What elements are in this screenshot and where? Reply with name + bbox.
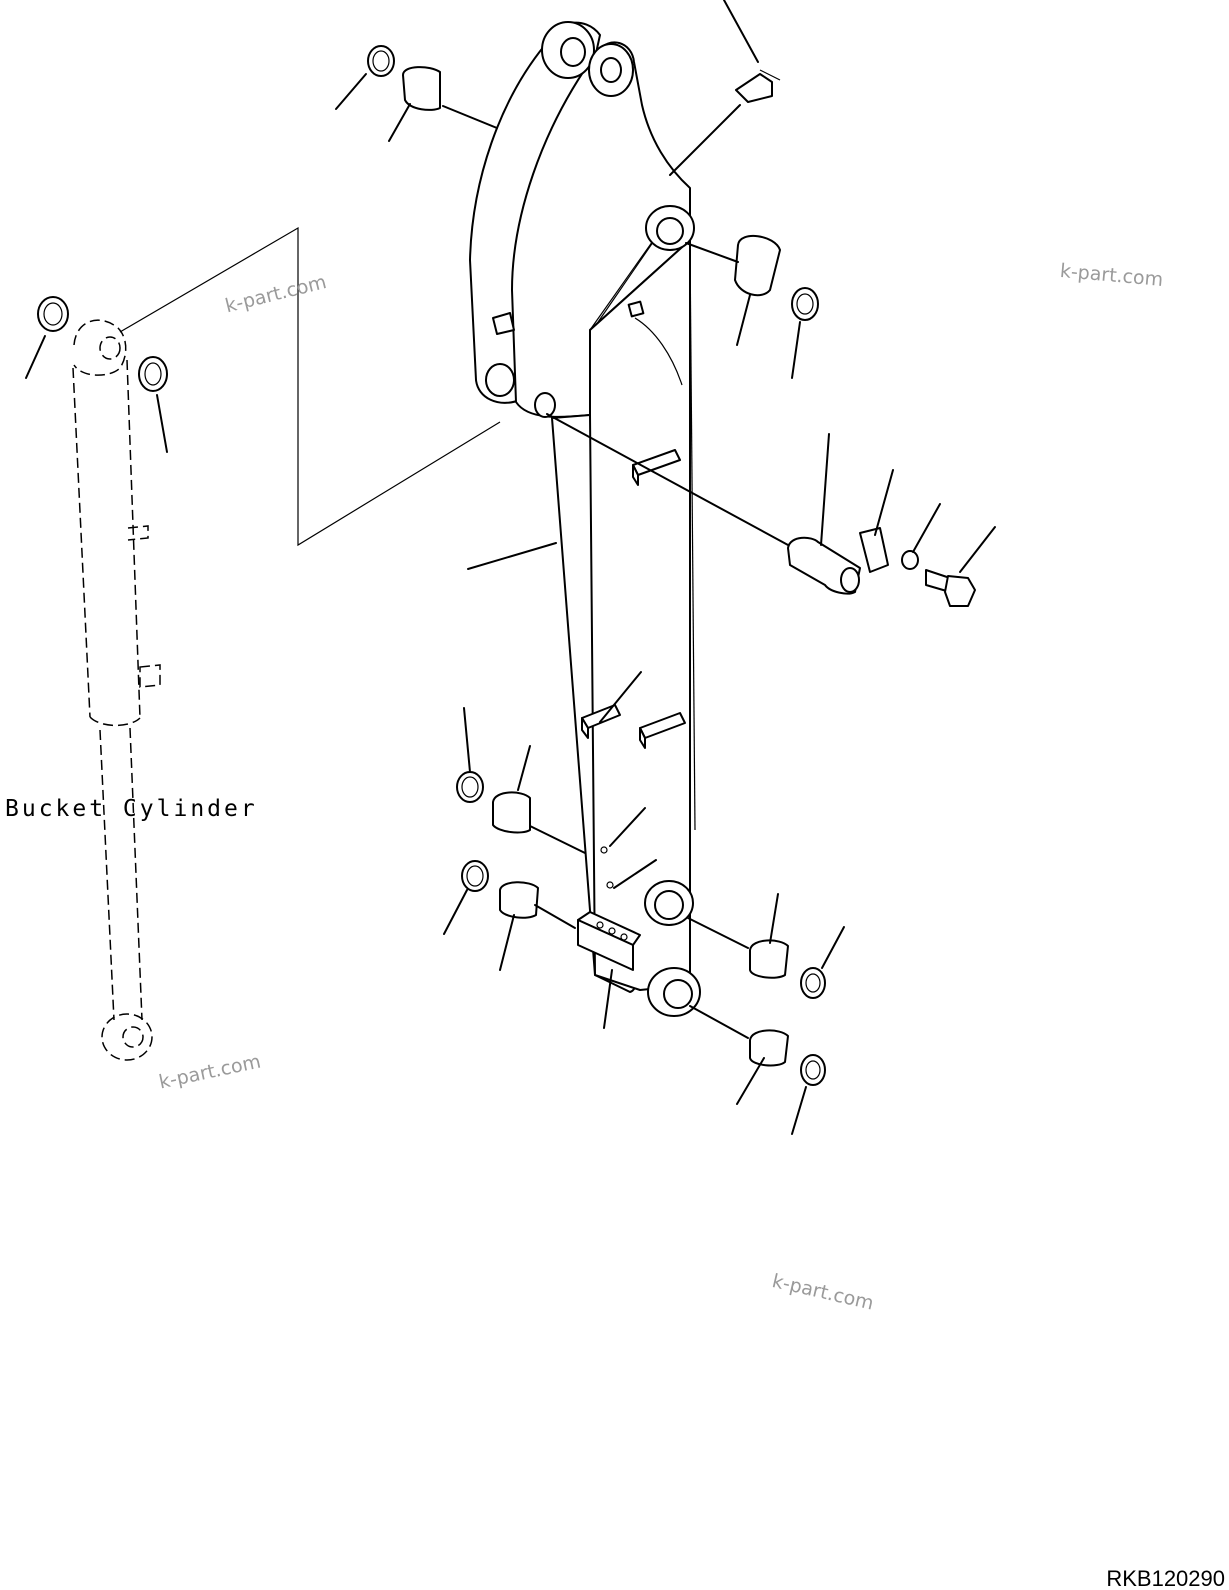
connector-lines	[119, 226, 501, 547]
parts	[37, 45, 976, 1086]
drawing-code: RKB120290	[1106, 1566, 1225, 1590]
bucket-cylinder-label: Bucket Cylinder	[5, 796, 258, 822]
arm-body	[469, 21, 701, 1017]
bucket-cylinder	[72, 319, 161, 1061]
leader-lines	[25, 0, 996, 1135]
